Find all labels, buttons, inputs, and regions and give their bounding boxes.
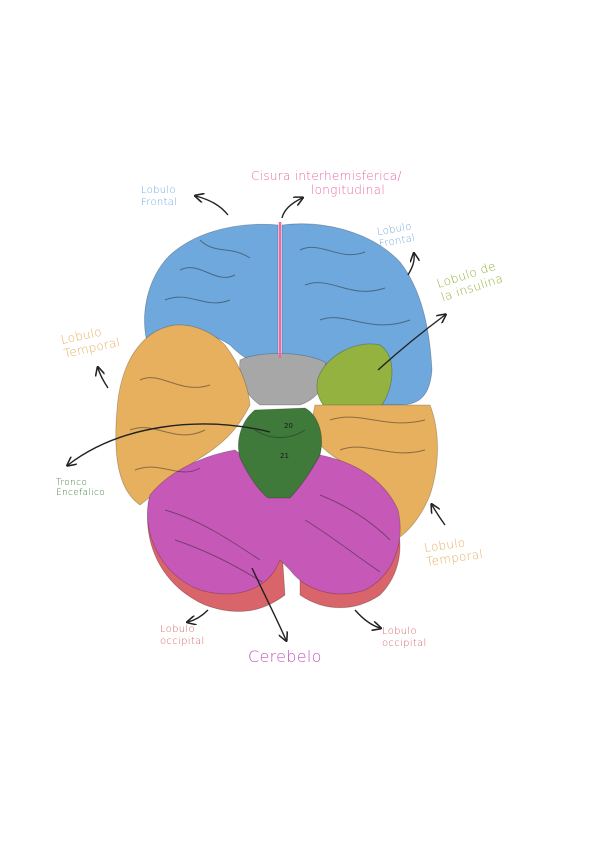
label-occipital-right-line2: occipital [382, 637, 427, 649]
arrow-insula [377, 315, 445, 371]
arrow-brainstem [68, 423, 271, 465]
label-fissure-line2: longitudinal [311, 182, 385, 197]
label-occipital-left-line1: Lobulo [160, 624, 195, 635]
label-occipital-left: Lobulo occipital [160, 624, 205, 647]
cerebellum [147, 449, 401, 595]
central-base-region [239, 353, 327, 406]
arrow-temporal-left [98, 368, 109, 389]
arrow-occipital-left [188, 609, 209, 622]
label-fissure: Cisura interhemisferica/ longitudinal [251, 169, 402, 198]
label-brainstem-line2: Encefalico [56, 488, 106, 499]
arrow-frontal-left [196, 196, 229, 216]
label-frontal-left-line2: Frontal [141, 196, 178, 208]
label-brainstem-line1: Tronco [56, 478, 88, 488]
figure-number-21: 21 [280, 452, 289, 460]
label-cerebellum-line1: Cerebelo [248, 647, 322, 666]
label-frontal-left: Lobulo Frontal [141, 185, 177, 208]
gyri-texture [129, 239, 426, 583]
label-occipital-right-line1: Lobulo [382, 626, 417, 637]
label-occipital-right: Lobulo occipital [382, 626, 427, 649]
label-brainstem: Tronco Encefalico [56, 478, 105, 499]
arrow-fissure [281, 198, 302, 219]
arrow-frontal-right [407, 254, 414, 276]
label-fissure-line1: Cisura interhemisferica/ [251, 169, 402, 183]
label-occipital-left-line2: occipital [160, 635, 205, 647]
insula-lobe [316, 343, 393, 409]
annotation-arrows [68, 196, 445, 640]
figure-number-20: 20 [284, 422, 293, 430]
brainstem [238, 407, 322, 499]
arrow-temporal-right [432, 505, 446, 526]
label-frontal-left-line1: Lobulo [141, 185, 176, 196]
arrow-occipital-right [354, 609, 380, 628]
label-cerebellum: Cerebelo [248, 647, 322, 666]
arrow-cerebellum [251, 567, 286, 640]
